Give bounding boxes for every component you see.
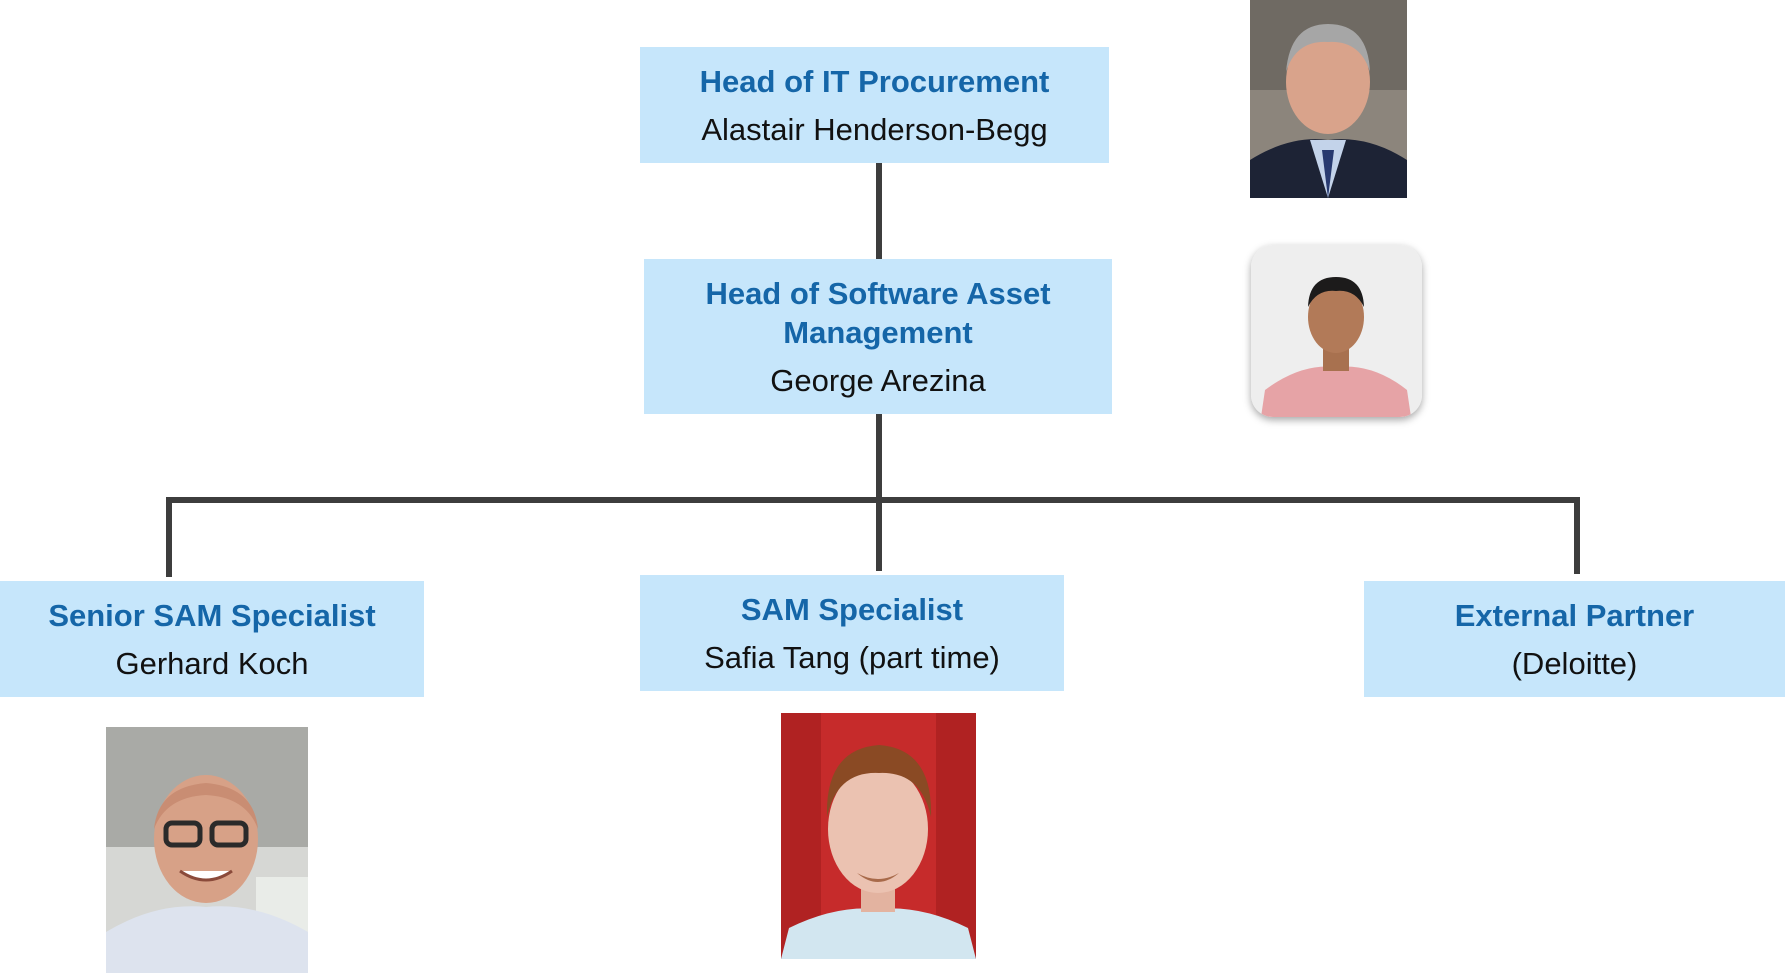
role-label: Senior SAM Specialist bbox=[48, 598, 376, 633]
connector-to-external-partner bbox=[1574, 497, 1580, 574]
node-head-it-procurement: Head of IT Procurement Alastair Henderso… bbox=[640, 47, 1109, 163]
connector-sam-trunk bbox=[876, 414, 882, 571]
person-name: (Deloitte) bbox=[1511, 646, 1638, 681]
person-name: Alastair Henderson-Begg bbox=[701, 112, 1048, 147]
node-external-partner: External Partner (Deloitte) bbox=[1364, 581, 1785, 697]
node-senior-sam-specialist: Senior SAM Specialist Gerhard Koch bbox=[0, 581, 424, 697]
portrait-photo-senior-sam-specialist bbox=[106, 727, 308, 973]
node-sam-specialist: SAM Specialist Safia Tang (part time) bbox=[640, 575, 1064, 691]
role-label: Head of IT Procurement bbox=[699, 64, 1050, 99]
role-label: SAM Specialist bbox=[740, 592, 964, 627]
portrait-photo-head-sam bbox=[1251, 245, 1422, 417]
portrait-photo-sam-specialist bbox=[781, 713, 976, 959]
connector-procurement-to-sam bbox=[876, 163, 882, 260]
connector-horizontal-bar bbox=[166, 497, 1580, 503]
person-name: Gerhard Koch bbox=[115, 646, 309, 681]
role-label: Head of Software Asset Management bbox=[705, 276, 1051, 350]
person-name: George Arezina bbox=[770, 363, 986, 398]
portrait-photo-head-it-procurement bbox=[1250, 0, 1407, 198]
node-head-sam: Head of Software Asset Management George… bbox=[644, 259, 1112, 414]
connector-to-senior-specialist bbox=[166, 497, 172, 577]
person-name: Safia Tang (part time) bbox=[704, 640, 1000, 675]
role-label: External Partner bbox=[1454, 598, 1695, 633]
